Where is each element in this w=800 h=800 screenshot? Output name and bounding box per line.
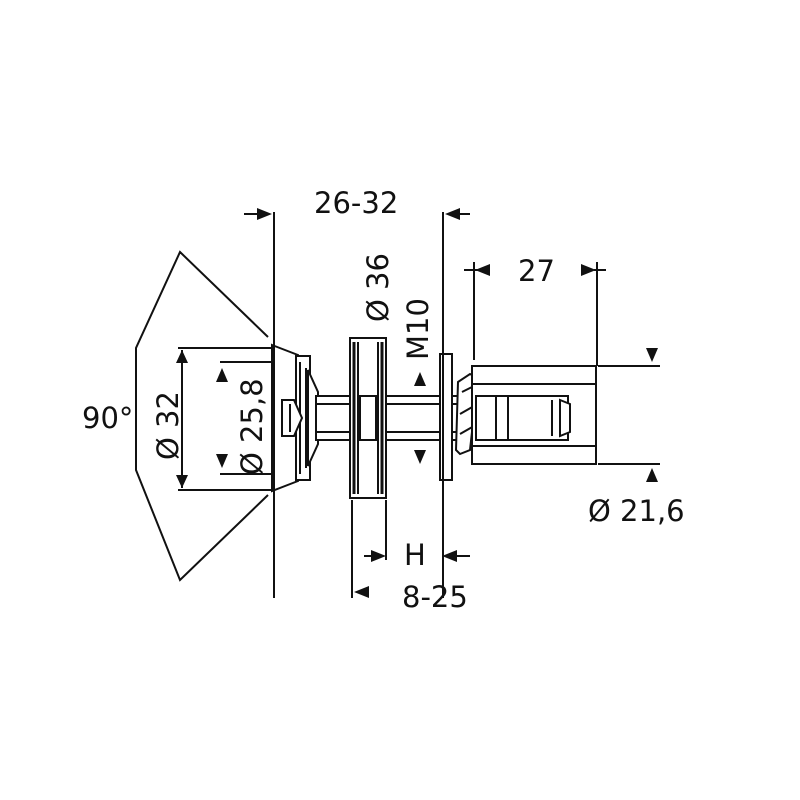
washer: [349, 337, 387, 499]
overall-length-label: 26-32: [314, 186, 398, 220]
thickness-label: H: [404, 538, 426, 572]
thickness-dimension: [364, 500, 470, 562]
nut-diameter-label: Ø 21,6: [588, 494, 685, 528]
overall-length-dimension: [244, 208, 470, 220]
washer-diameter-label: Ø 36: [361, 253, 395, 322]
outer-diameter-label: Ø 32: [151, 391, 185, 460]
stud-length-dimension: [464, 262, 606, 366]
clamp-range-label: 8-25: [402, 580, 468, 614]
nut: [471, 365, 597, 465]
thread-dimension: [414, 372, 426, 464]
countersink-angle-lines: [135, 250, 272, 582]
clamp-plate: [439, 353, 453, 481]
thread-label: M10: [401, 298, 435, 360]
nut-diameter-dimension: [598, 348, 660, 482]
stud-length-label: 27: [518, 254, 555, 288]
inner-diameter-label: Ø 25,8: [235, 378, 269, 475]
outer-diameter-dimension: [176, 350, 188, 488]
clamp-range-dimension: [351, 500, 369, 598]
bushing-head: [271, 343, 319, 493]
angle-label: 90°: [82, 401, 133, 435]
inner-diameter-dimension: [216, 361, 280, 475]
